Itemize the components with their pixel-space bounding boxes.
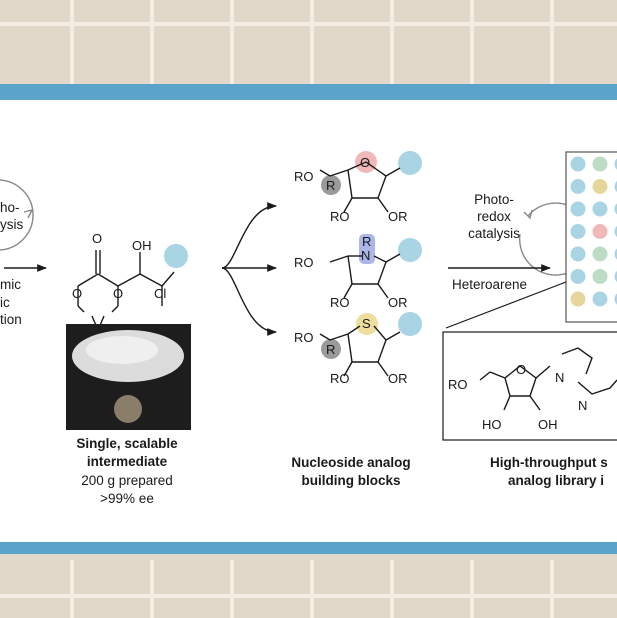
plate-well	[614, 203, 617, 215]
building-block-thiofuranose	[319, 312, 422, 377]
step1-catalyst-line1: ho-	[0, 200, 20, 215]
block3-s: S	[362, 316, 371, 331]
step3-catalyst-line2: redox	[477, 209, 511, 224]
intermediate-substituent-dot	[164, 244, 188, 268]
photocatalysis-cycle-icon	[0, 179, 34, 251]
atom-ring-o2: O	[113, 286, 124, 301]
powder-highlight	[86, 336, 158, 364]
plate-well	[570, 246, 586, 262]
plate-well	[614, 270, 617, 283]
plate-well	[570, 201, 586, 217]
block2-ro: RO	[294, 255, 314, 270]
plate-well	[570, 156, 586, 172]
plate-well	[592, 201, 608, 217]
intermediate-sub-line2: >99% ee	[100, 491, 154, 506]
plate-well	[614, 180, 617, 193]
bottom-band	[0, 542, 617, 554]
library-oh: OH	[538, 417, 558, 432]
atom-hydroxyl: OH	[132, 238, 152, 253]
plate-well	[592, 246, 608, 262]
library-structure-box	[442, 331, 617, 441]
block1-r: R	[326, 178, 336, 193]
atom-ring-o1: O	[72, 286, 83, 301]
plate-wells	[570, 156, 617, 307]
library-title-line1: High-throughput s	[490, 455, 608, 470]
block1-ro: RO	[294, 169, 314, 184]
atom-ketone-o: O	[92, 231, 103, 246]
top-band	[0, 84, 617, 100]
block2-r: R	[362, 234, 372, 249]
intermediate-title-line2: intermediate	[86, 454, 168, 469]
block3-r: R	[326, 342, 336, 357]
blocks-title-line1: Nucleoside analog	[291, 455, 411, 470]
plate-well	[592, 269, 608, 284]
plate-well	[592, 156, 608, 172]
step1-condition-line3: tion	[0, 312, 22, 327]
plate-well	[592, 179, 608, 194]
blocks-title-line2: building blocks	[301, 473, 401, 488]
library-n2: N	[578, 398, 588, 413]
block2-n: N	[361, 248, 371, 263]
step3-reagent: Heteroarene	[452, 277, 528, 292]
building-block-pyrrolidine	[329, 234, 422, 299]
library-ring-o: O	[516, 362, 527, 377]
plate-well	[570, 269, 586, 284]
library-ho: HO	[482, 417, 502, 432]
step1-condition-line2: ic	[0, 295, 10, 310]
block2-or-left: RO	[330, 295, 350, 310]
plate-well	[570, 291, 586, 307]
plate-well	[614, 293, 617, 305]
block3-or-left: RO	[330, 371, 350, 386]
plate-well	[614, 225, 617, 238]
library-n1: N	[555, 370, 565, 385]
step3-catalyst-line3: catalysis	[468, 226, 520, 241]
plate-well	[592, 224, 608, 239]
block3-or-right: OR	[388, 371, 408, 386]
branch-arrows	[221, 202, 277, 336]
block2-or-right: OR	[388, 295, 408, 310]
block3-ro: RO	[294, 330, 314, 345]
library-structure	[479, 347, 617, 411]
plate-well	[592, 291, 608, 307]
building-block-furanose	[319, 151, 422, 213]
step1-condition-line1: mic	[0, 277, 21, 292]
plate-well	[570, 224, 586, 239]
atom-chloride: Cl	[154, 286, 167, 301]
plate-well	[614, 158, 617, 170]
block1-o: O	[360, 155, 371, 170]
intermediate-sub-line1: 200 g prepared	[81, 473, 173, 488]
step1-catalyst-line2: ysis	[0, 217, 24, 232]
plate-well	[570, 179, 586, 194]
block1-or-right: OR	[388, 209, 408, 224]
coin	[114, 395, 142, 423]
library-ro: RO	[448, 377, 468, 392]
block1-or-left: RO	[330, 209, 350, 224]
scheme-panel	[0, 84, 617, 554]
intermediate-title-line1: Single, scalable	[76, 436, 178, 451]
library-title-line2: analog library i	[508, 473, 605, 488]
plate-well	[614, 248, 617, 260]
step3-catalyst-line1: Photo-	[474, 192, 514, 207]
zoom-line	[445, 281, 567, 329]
